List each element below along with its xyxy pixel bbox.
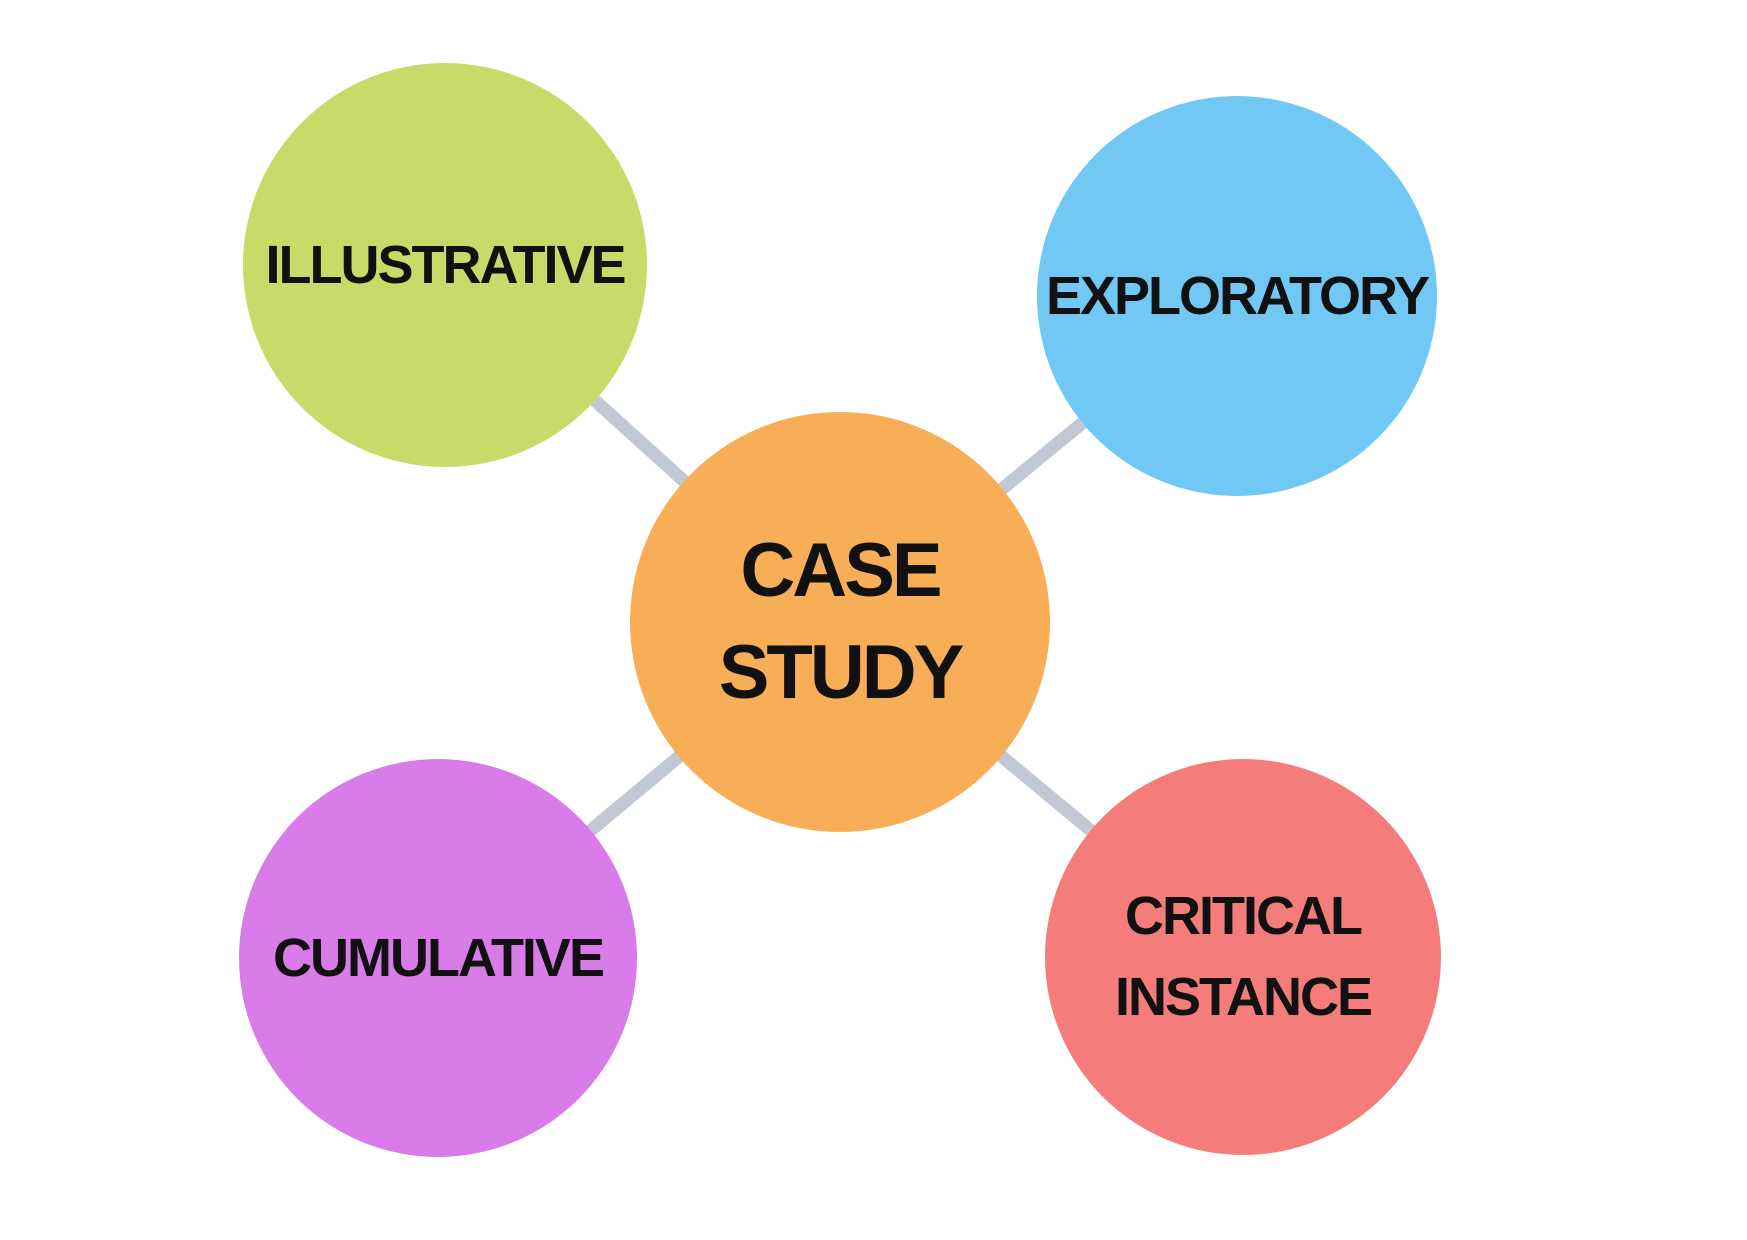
node-critical-instance-label-line2: INSTANCE (1114, 967, 1373, 1027)
node-exploratory-label: EXPLORATORY (1045, 265, 1430, 326)
node-cumulative: CUMULATIVE (239, 759, 637, 1157)
node-illustrative: ILLUSTRATIVE (243, 63, 647, 467)
node-case-study-label-line1: CASE (740, 528, 942, 614)
node-exploratory: EXPLORATORY (1037, 96, 1437, 496)
node-case-study-label-line2: STUDY (718, 630, 965, 715)
node-critical-instance-label-line1: CRITICAL (1125, 886, 1363, 946)
node-illustrative-label: ILLUSTRATIVE (265, 234, 627, 295)
node-critical-instance: CRITICAL INSTANCE (1045, 759, 1441, 1155)
node-case-study: CASE STUDY (630, 412, 1050, 832)
node-cumulative-label: CUMULATIVE (273, 927, 605, 988)
